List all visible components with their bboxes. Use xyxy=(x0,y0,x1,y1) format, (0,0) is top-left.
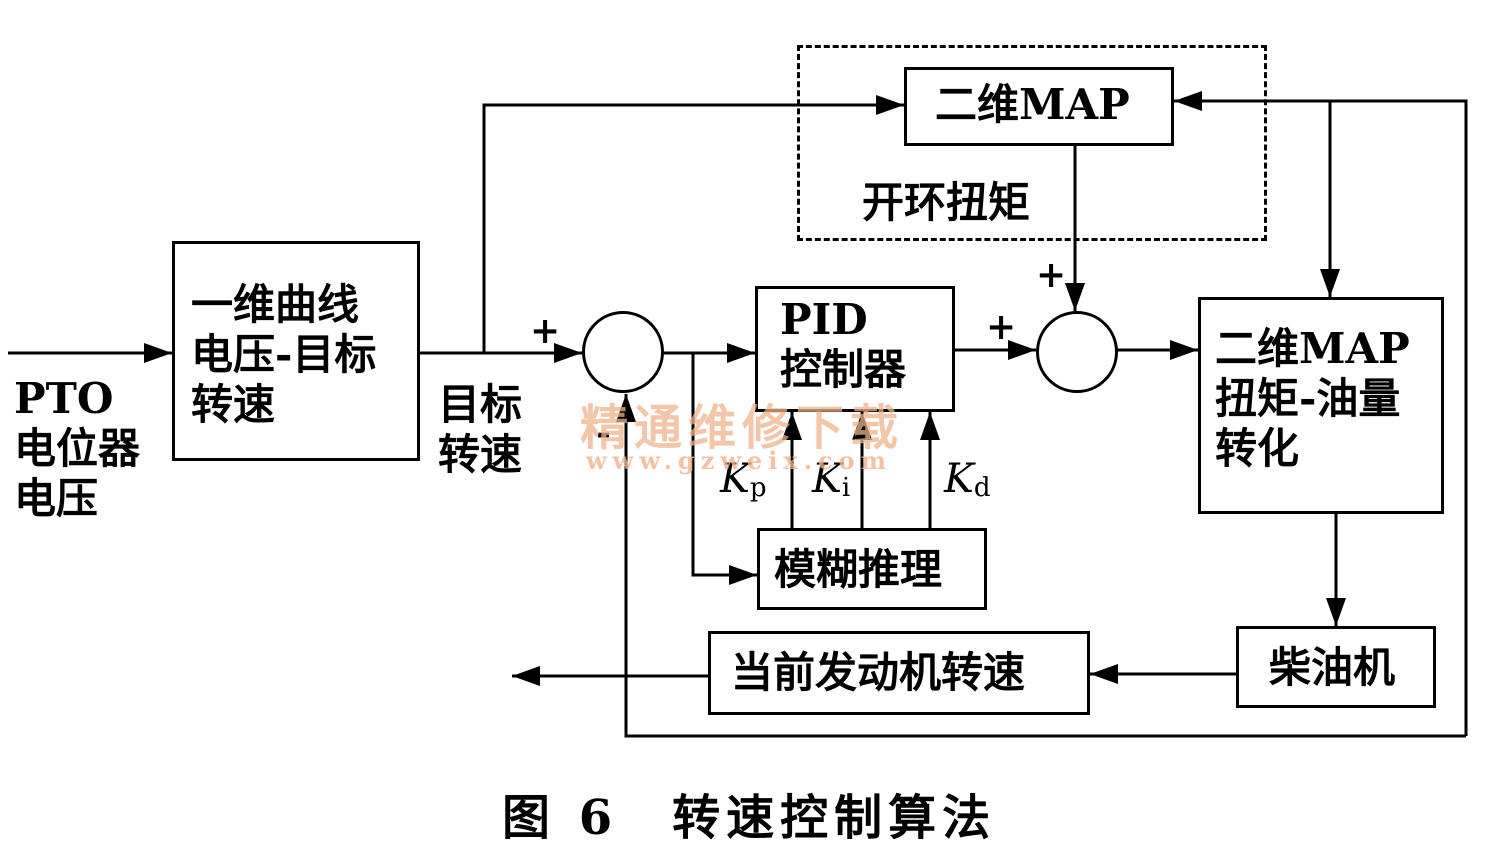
kd-symbol: K xyxy=(944,456,974,502)
input-label-line: 电位器 xyxy=(14,424,141,473)
bottom-feedback-line xyxy=(616,394,1466,738)
watermark-text: 精通维修下载 xyxy=(580,400,905,456)
target-to-map-arrow xyxy=(482,95,904,353)
target-speed-line: 转速 xyxy=(438,430,523,479)
map-open-block: 二维MAP xyxy=(904,67,1174,146)
kd-subscript: d xyxy=(973,473,991,503)
sum-junction-2 xyxy=(1036,311,1118,393)
curve-label-line: 一维曲线 xyxy=(191,280,360,329)
kd-label: Kd xyxy=(944,456,991,503)
sum1-plus-sign: + xyxy=(530,310,561,352)
map-open-label: 二维MAP xyxy=(935,80,1130,129)
input-label: PTO 电位器 电压 xyxy=(14,374,140,524)
pid-block: PID 控制器 xyxy=(755,286,955,412)
sum2-plus-top-sign: + xyxy=(1036,254,1067,296)
curve-label-line: 电压-目标 xyxy=(191,330,377,379)
ki-label: Ki xyxy=(812,456,850,503)
kp-subscript: p xyxy=(749,473,767,503)
ki-subscript: i xyxy=(841,473,851,503)
map-conversion-line: 扭矩-油量 xyxy=(1215,374,1401,423)
sum1-minus-sign: - xyxy=(596,412,611,454)
input-label-line: PTO xyxy=(14,374,114,423)
sum-junction-1 xyxy=(582,311,664,393)
figure-caption: 图 6 转速控制算法 xyxy=(502,790,997,846)
curve-label: 一维曲线 电压-目标 转速 xyxy=(191,280,376,430)
map-conversion-label: 二维MAP 扭矩-油量 转化 xyxy=(1215,324,1410,474)
diesel-engine-label: 柴油机 xyxy=(1269,643,1396,692)
input-label-line: 电压 xyxy=(14,474,99,523)
pid-label-line: PID xyxy=(780,295,868,344)
sum2-plus-left-sign: + xyxy=(986,306,1017,348)
fuzzy-label: 模糊推理 xyxy=(774,545,943,594)
curve-block: 一维曲线 电压-目标 转速 xyxy=(172,241,420,461)
map-conversion-line: 转化 xyxy=(1215,424,1300,473)
current-speed-label: 当前发动机转速 xyxy=(731,648,1026,697)
pid-label-line: 控制器 xyxy=(780,345,907,394)
curve-label-line: 转速 xyxy=(191,380,276,429)
map-conversion-block: 二维MAP 扭矩-油量 转化 xyxy=(1198,297,1444,514)
open-torque-label: 开环扭矩 xyxy=(862,178,1031,227)
watermark-url: www.gzweix.com xyxy=(586,446,893,475)
pid-label: PID 控制器 xyxy=(780,295,906,395)
diesel-engine-block: 柴油机 xyxy=(1236,626,1436,708)
current-speed-block: 当前发动机转速 xyxy=(708,631,1090,715)
feedback-to-map-arrow xyxy=(1174,91,1468,736)
error-to-fuzzy-arrow xyxy=(691,353,757,585)
kp-symbol: K xyxy=(720,456,750,502)
ki-symbol: K xyxy=(812,456,842,502)
target-speed-label: 目标 转速 xyxy=(438,380,522,480)
target-speed-line: 目标 xyxy=(438,380,523,429)
fuzzy-block: 模糊推理 xyxy=(757,528,987,610)
open-loop-region xyxy=(797,45,1267,241)
kp-label: Kp xyxy=(720,456,767,503)
map-conversion-line: 二维MAP xyxy=(1215,324,1410,373)
